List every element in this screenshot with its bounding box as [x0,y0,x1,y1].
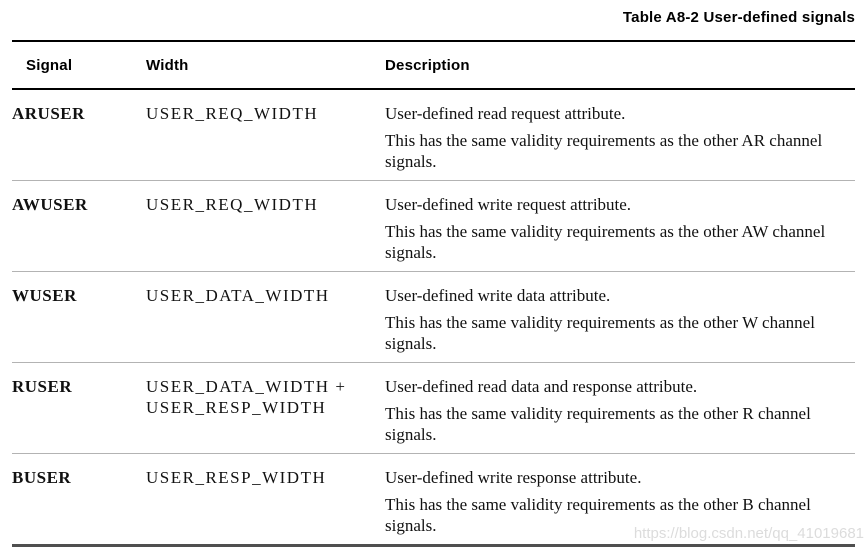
description-cell: User-defined read data and response attr… [385,362,855,454]
table-title: Table A8-2 User-defined signals [622,9,855,26]
description-paragraph-1: User-defined read request attribute. [385,104,626,123]
width-cell: USER_RESP_WIDTH [146,453,385,547]
description-paragraph-1: User-defined write data attribute. [385,285,611,305]
width-cell: USER_REQ_WIDTH [146,180,385,272]
description-cell: User-defined write request attribute. Th… [385,180,855,272]
table-row: RUSER USER_DATA_WIDTH + USER_RESP_WIDTH … [12,362,855,454]
table-row: WUSER USER_DATA_WIDTH User-defined write… [12,271,855,363]
description-paragraph-2: This has the same validity requirements … [385,221,826,262]
description-paragraph-2: This has the same validity requirements … [385,131,823,171]
signal-cell: WUSER [12,271,146,363]
width-cell: USER_DATA_WIDTH [146,271,385,363]
table-row: ARUSER USER_REQ_WIDTH User-defined read … [12,89,855,181]
column-header-width: Width [146,41,385,90]
width-cell: USER_REQ_WIDTH [146,89,385,181]
width-cell: USER_DATA_WIDTH + USER_RESP_WIDTH [146,362,385,454]
description-paragraph-2: This has the same validity requirements … [385,494,811,535]
description-paragraph-2: This has the same validity requirements … [385,403,811,444]
description-paragraph-1: User-defined write request attribute. [385,194,632,214]
signal-cell: AWUSER [12,180,146,272]
column-header-description: Description [385,41,855,90]
signal-cell: BUSER [12,453,146,547]
description-paragraph-2: This has the same validity requirements … [385,312,815,353]
csdn-watermark: https://blog.csdn.net/qq_41019681 [633,525,864,542]
signal-cell: ARUSER [12,89,146,181]
column-header-signal: Signal [12,41,146,90]
signal-cell: RUSER [12,362,146,454]
table-row: BUSER USER_RESP_WIDTH User-defined write… [12,453,855,547]
table-header-row: Signal Width Description [12,41,855,90]
description-cell: User-defined write response attribute. T… [385,453,855,547]
user-defined-signals-table: Signal Width Description ARUSER USER_REQ… [12,40,855,547]
description-cell: User-defined read request attribute. Thi… [385,89,855,181]
description-paragraph-1: User-defined read data and response attr… [385,376,698,396]
table-row: AWUSER USER_REQ_WIDTH User-defined write… [12,180,855,272]
description-cell: User-defined write data attribute. This … [385,271,855,363]
description-paragraph-1: User-defined write response attribute. [385,467,642,487]
